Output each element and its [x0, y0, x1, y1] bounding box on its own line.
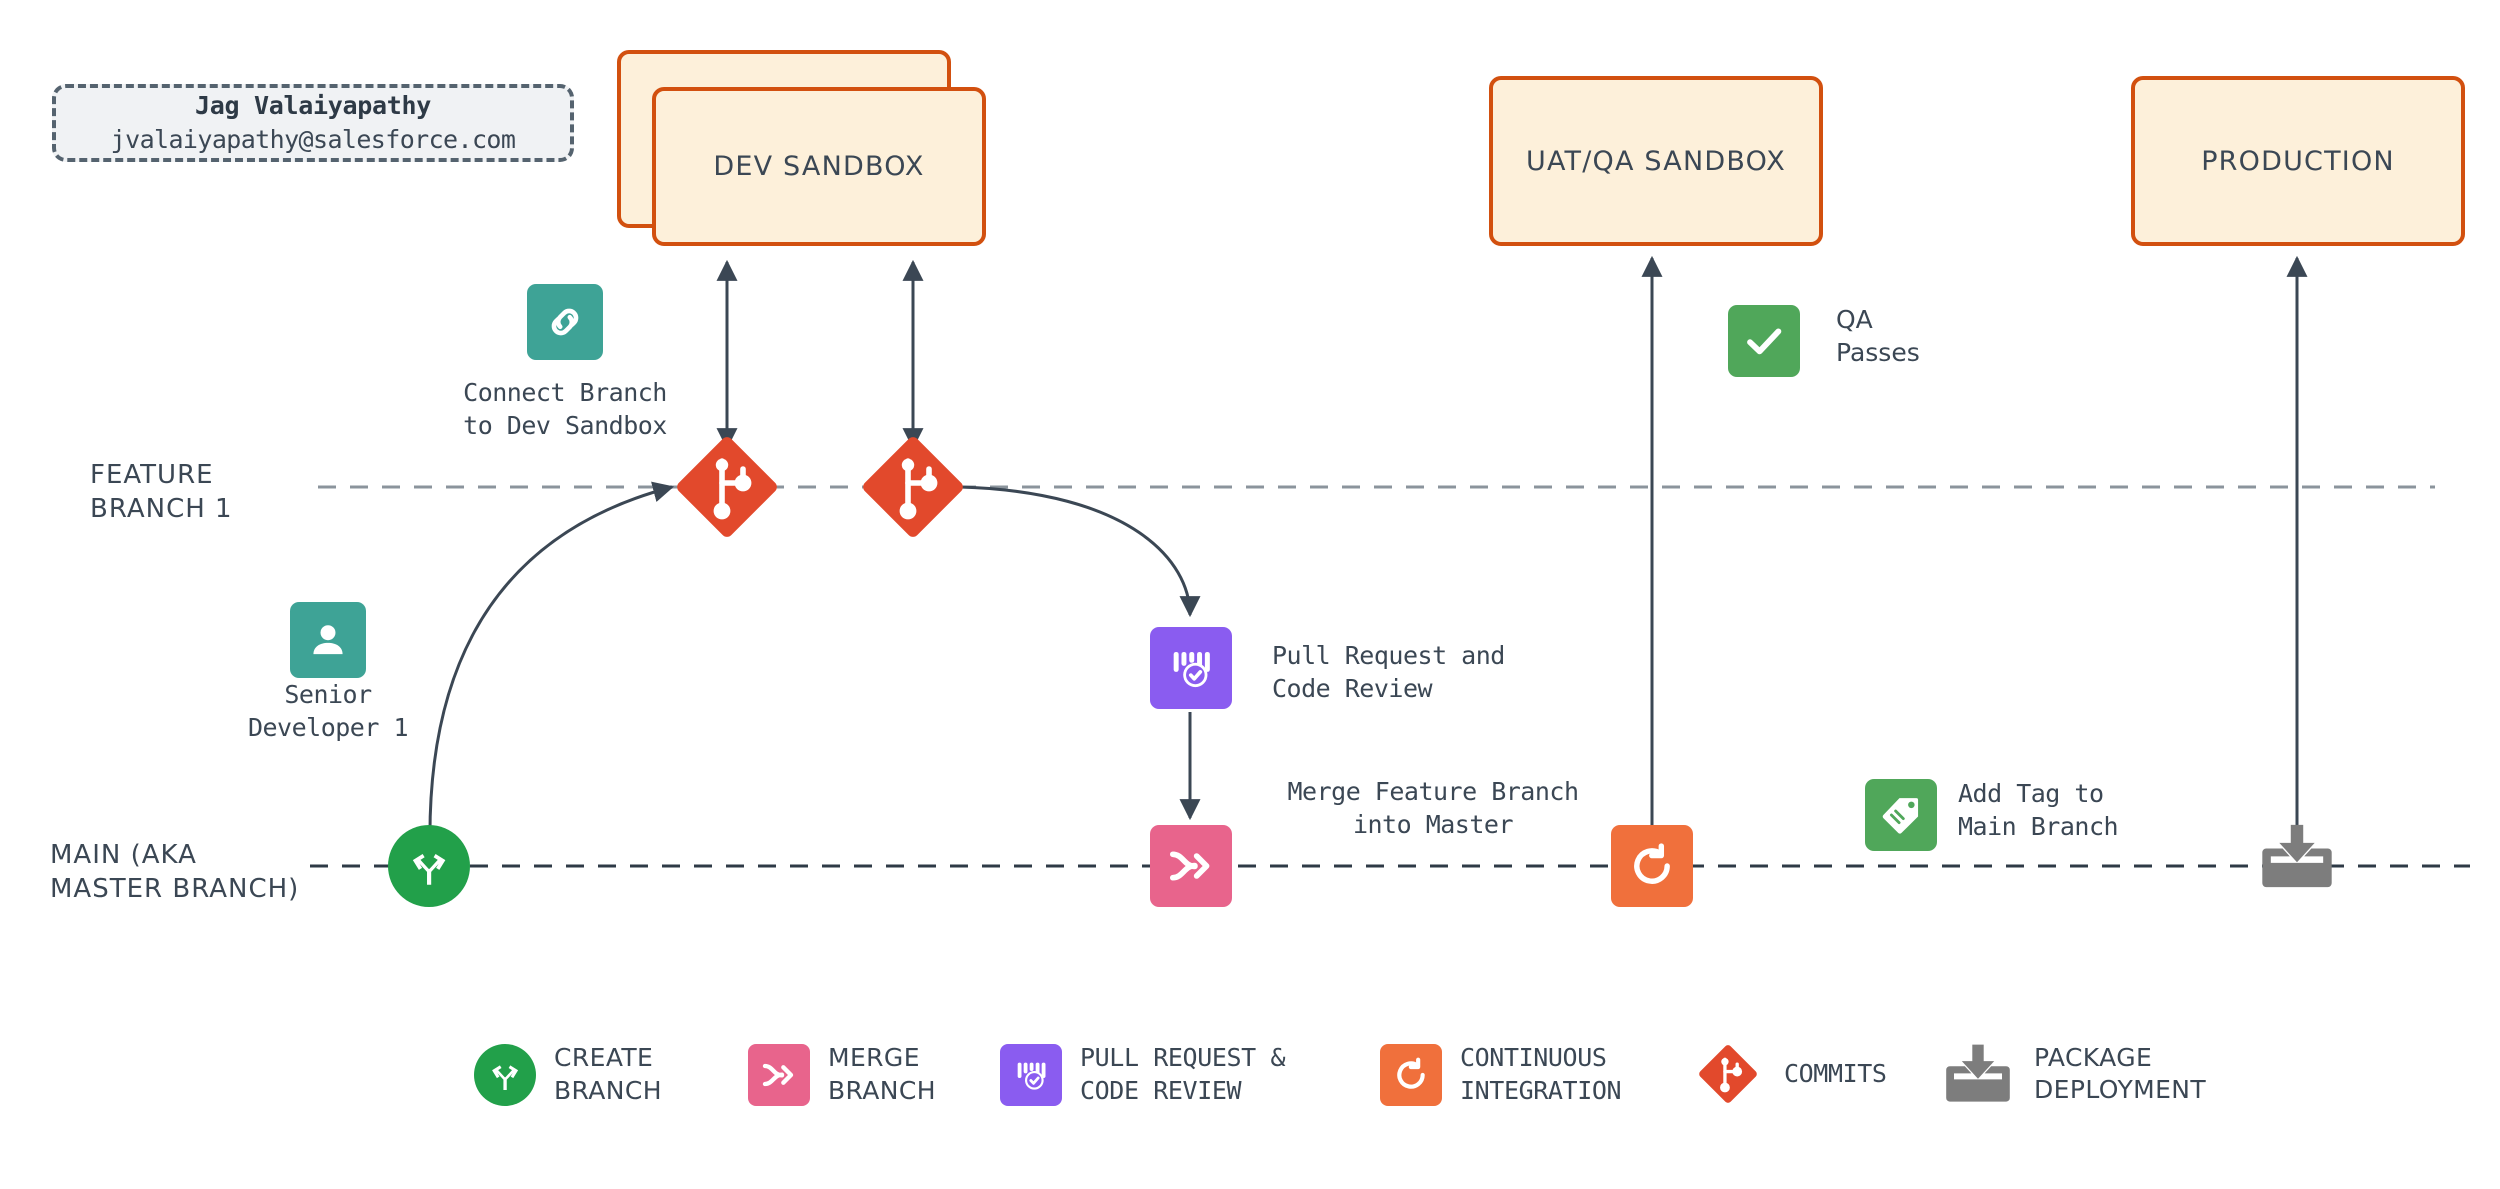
commit-icon-1[interactable] — [665, 425, 789, 549]
legend-item-create-branch: CREATE BRANCH — [474, 1042, 662, 1107]
annotation-qa-passes: QA Passes — [1836, 305, 1920, 367]
annotation-senior-developer: Senior Developer 1 — [247, 680, 409, 742]
annotation-merge-branch: Merge Feature Branch into Master — [1287, 777, 1579, 839]
legend-item-package-deployment: PACKAGE DEPLOYMENT — [1940, 1040, 2206, 1108]
create-branch-icon[interactable] — [388, 825, 470, 907]
env-box-uat[interactable]: UAT/QA SANDBOX — [1489, 76, 1823, 246]
legend-label-continuous-integration: CONTINUOUS INTEGRATION — [1460, 1043, 1622, 1105]
legend-label-create-branch: CREATE BRANCH — [554, 1043, 662, 1105]
legend-label-package-deployment: PACKAGE DEPLOYMENT — [2034, 1042, 2207, 1105]
download-icon — [1940, 1040, 2016, 1108]
user-icon — [290, 602, 366, 678]
annotation-pull-request: Pull Request and Code Review — [1272, 641, 1505, 703]
refresh-icon — [1380, 1043, 1442, 1106]
link-icon — [527, 284, 603, 360]
author-card: Jag Valaiyapathy jvalaiyapathy@salesforc… — [52, 84, 574, 162]
pull-request-icon — [1000, 1043, 1062, 1106]
check-icon — [1728, 305, 1800, 377]
legend-label-merge-branch: MERGE BRANCH — [828, 1043, 936, 1105]
commit-icon — [1690, 1036, 1766, 1112]
env-box-dev[interactable]: DEV SANDBOX — [652, 87, 986, 246]
commit-icon-2[interactable] — [851, 425, 975, 549]
legend-label-commits: COMMITS — [1784, 1058, 1887, 1088]
author-name: Jag Valaiyapathy — [194, 91, 432, 121]
env-label-prod: PRODUCTION — [2201, 145, 2395, 177]
legend-item-merge-branch: MERGE BRANCH — [748, 1042, 936, 1107]
pull-request-icon[interactable] — [1150, 627, 1232, 709]
download-icon — [2254, 820, 2340, 894]
author-email: jvalaiyapathy@salesforce.com — [110, 125, 516, 154]
merge-icon[interactable] — [1150, 825, 1232, 907]
lane-label-feature-branch: FEATURE BRANCH 1 — [90, 460, 233, 525]
legend-item-continuous-integration: CONTINUOUS INTEGRATION — [1380, 1042, 1622, 1107]
legend-item-commits: COMMITS — [1690, 1036, 1887, 1112]
env-label-uat: UAT/QA SANDBOX — [1526, 145, 1786, 177]
legend-label-pull-request: PULL REQUEST & CODE REVIEW — [1080, 1043, 1286, 1105]
lane-label-main-branch: MAIN (AKA MASTER BRANCH) — [50, 840, 300, 905]
legend: CREATE BRANCH MERGE BRANCH — [0, 1020, 2500, 1160]
annotation-add-tag: Add Tag to Main Branch — [1958, 779, 2119, 841]
tag-icon — [1865, 779, 1937, 851]
merge-icon — [748, 1043, 810, 1106]
env-box-prod[interactable]: PRODUCTION — [2131, 76, 2465, 246]
annotation-connect-branch: Connect Branch to Dev Sandbox — [463, 378, 667, 440]
env-label-dev: DEV SANDBOX — [713, 151, 925, 182]
create-branch-icon — [474, 1043, 536, 1106]
legend-item-pull-request: PULL REQUEST & CODE REVIEW — [1000, 1042, 1286, 1107]
